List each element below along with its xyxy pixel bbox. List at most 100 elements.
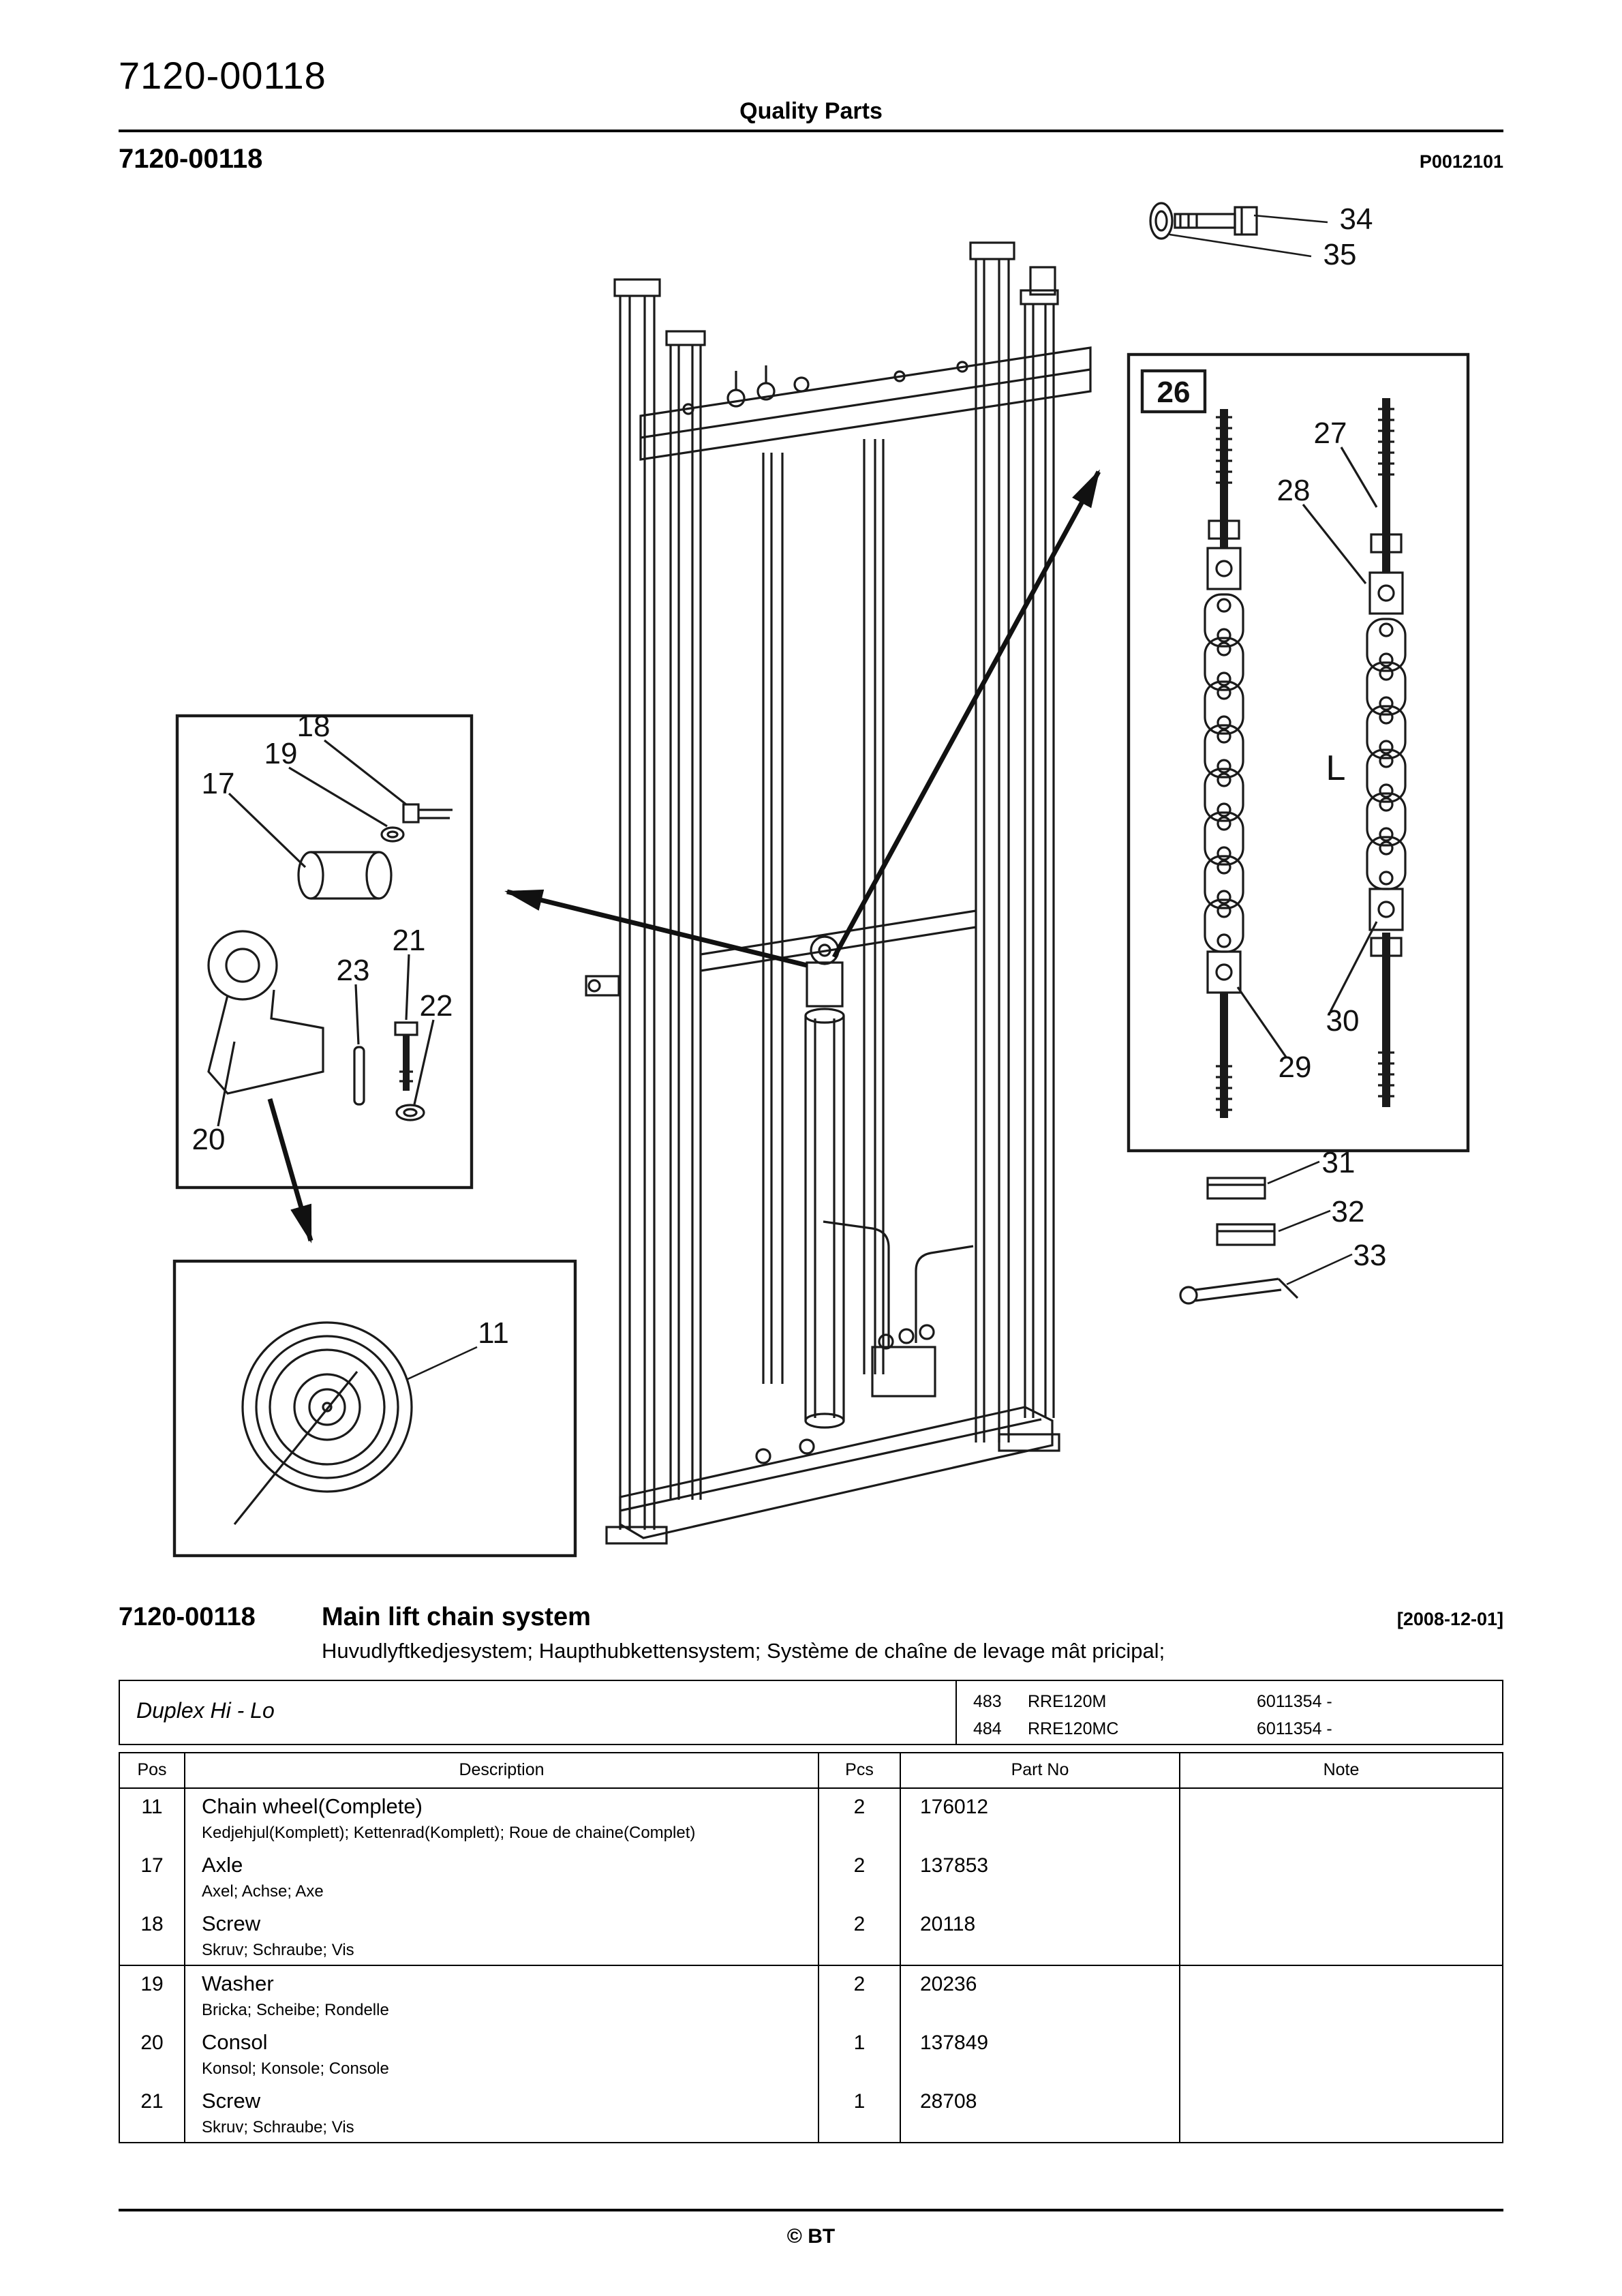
footer-copyright: © BT: [786, 2225, 836, 2248]
reference-arrows: [267, 469, 1101, 1243]
cell-description: Screw Skruv; Schraube; Vis: [185, 1906, 819, 1965]
table-row: 11 Chain wheel(Complete) Kedjehjul(Kompl…: [120, 1789, 1502, 1847]
model-row: 484 RRE120MC 6011354 -: [973, 1715, 1502, 1742]
mast-drawing: [585, 241, 1092, 1545]
table-row: 21 Screw Skruv; Schraube; Vis 1 28708: [120, 2083, 1502, 2142]
cell-note: [1180, 2083, 1502, 2142]
callout-35: 35: [1323, 238, 1357, 271]
cell-note: [1180, 1966, 1502, 2025]
cell-note: [1180, 2025, 1502, 2083]
exploded-diagram: 34 35 26 27 28 L 30 29 31 32 33 18 19 17…: [172, 202, 1470, 1558]
cell-pcs: 2: [819, 1789, 901, 1847]
cell-part-no: 28708: [901, 2083, 1180, 2142]
cell-description: Screw Skruv; Schraube; Vis: [185, 2083, 819, 2142]
callout-32: 32: [1332, 1195, 1365, 1228]
plate-code: P0012101: [1419, 151, 1503, 172]
callout-17: 17: [202, 767, 235, 800]
part-31-plate: [1206, 1160, 1320, 1200]
cell-pos: 17: [120, 1847, 185, 1906]
part-17-axle: [297, 851, 393, 900]
part-translations: Skruv; Schraube; Vis: [202, 2117, 354, 2136]
cell-pos: 11: [120, 1789, 185, 1847]
section-date: [2008-12-01]: [1396, 1609, 1503, 1629]
callout-27: 27: [1314, 417, 1347, 450]
cell-pcs: 2: [819, 1847, 901, 1906]
variant-models: 483 RRE120M 6011354 - 484 RRE120MC 60113…: [957, 1681, 1502, 1744]
model-code: 483: [973, 1692, 1002, 1711]
cell-description: Axle Axel; Achse; Axe: [185, 1847, 819, 1906]
model-name: RRE120MC: [1028, 1719, 1119, 1738]
parts-table: Duplex Hi - Lo 483 RRE120M 6011354 - 484…: [119, 1680, 1503, 2143]
model-name: RRE120M: [1028, 1692, 1107, 1711]
figure-doc-number: 7120-00118: [119, 145, 263, 175]
part-description: Consol: [202, 2031, 268, 2055]
callout-28: 28: [1277, 474, 1311, 507]
part-translations: Skruv; Schraube; Vis: [202, 1940, 354, 1959]
part-21-screw: [394, 1021, 418, 1091]
callout-18: 18: [297, 710, 331, 743]
cell-part-no: 20236: [901, 1966, 1180, 2025]
callout-23: 23: [337, 954, 370, 987]
part-23-pin: [353, 1046, 365, 1106]
chain-assembly-left: [1204, 409, 1244, 1118]
part-description: Screw: [202, 2090, 261, 2113]
row-group: 19 Washer Bricka; Scheibe; Rondelle 2 20…: [120, 1965, 1502, 2142]
cell-pos: 19: [120, 1966, 185, 2025]
section-title: Main lift chain system: [322, 1603, 591, 1632]
part-description: Chain wheel(Complete): [202, 1796, 423, 1819]
model-serial: 6011354 -: [1257, 1719, 1332, 1738]
callout-26: 26: [1157, 376, 1191, 409]
cell-part-no: 137853: [901, 1847, 1180, 1906]
page-header-title: Quality Parts: [739, 98, 883, 124]
parts-table-main: Pos Description Pcs Part No Note 11 Chai…: [119, 1752, 1503, 2143]
callout-31: 31: [1322, 1146, 1356, 1179]
callout-L: L: [1326, 749, 1346, 788]
header-rule: [119, 130, 1503, 132]
callout-22: 22: [420, 989, 453, 1023]
row-group: 11 Chain wheel(Complete) Kedjehjul(Kompl…: [120, 1789, 1502, 1965]
table-row: 17 Axle Axel; Achse; Axe 2 137853: [120, 1847, 1502, 1906]
cell-pcs: 2: [819, 1966, 901, 2025]
cell-pos: 21: [120, 2083, 185, 2142]
callout-30: 30: [1326, 1004, 1360, 1038]
detail-box-17-23: [175, 714, 474, 1190]
table-row: 18 Screw Skruv; Schraube; Vis 2 20118: [120, 1906, 1502, 1965]
footer-rule: [119, 2209, 1503, 2211]
part-34-35-bolt: [1149, 202, 1328, 258]
variant-header: Duplex Hi - Lo 483 RRE120M 6011354 - 484…: [119, 1680, 1503, 1745]
section-number: 7120-00118: [119, 1603, 256, 1632]
cell-note: [1180, 1906, 1502, 1965]
part-translations: Bricka; Scheibe; Rondelle: [202, 2000, 389, 2019]
cell-part-no: 176012: [901, 1789, 1180, 1847]
callout-34: 34: [1340, 202, 1373, 236]
cell-description: Washer Bricka; Scheibe; Rondelle: [185, 1966, 819, 2025]
part-11-chain-wheel: [233, 1321, 478, 1526]
col-header-note: Note: [1323, 1760, 1360, 1779]
part-20-console: [207, 930, 324, 1095]
chain-assembly-right: [1366, 398, 1407, 1107]
detail-box-11: [172, 1259, 577, 1558]
cell-part-no: 137849: [901, 2025, 1180, 2083]
part-18-screw: [402, 803, 453, 824]
col-header-pos: Pos: [120, 1753, 185, 1787]
cell-pcs: 1: [819, 2025, 901, 2083]
model-serial: 6011354 -: [1257, 1692, 1332, 1711]
callout-11: 11: [478, 1316, 509, 1350]
callout-21: 21: [393, 924, 426, 957]
callout-labels: 34 35 26 27 28 L 30 29 31 32 33 18 19 17…: [192, 202, 1387, 1350]
col-header-description: Description: [185, 1753, 819, 1787]
cell-pcs: 2: [819, 1906, 901, 1965]
col-header-part-no: Part No: [901, 1753, 1180, 1787]
cell-note: [1180, 1789, 1502, 1847]
part-19-washer: [380, 826, 405, 843]
model-row: 483 RRE120M 6011354 -: [973, 1688, 1502, 1715]
callout-29: 29: [1279, 1051, 1312, 1084]
part-description: Screw: [202, 1913, 261, 1936]
col-header-pcs: Pcs: [819, 1753, 901, 1787]
cell-part-no: 20118: [901, 1906, 1180, 1965]
part-33-pin: [1179, 1253, 1353, 1305]
detail-box-26: [1127, 352, 1470, 1153]
cell-pos: 18: [120, 1906, 185, 1965]
callout-20: 20: [192, 1123, 226, 1156]
